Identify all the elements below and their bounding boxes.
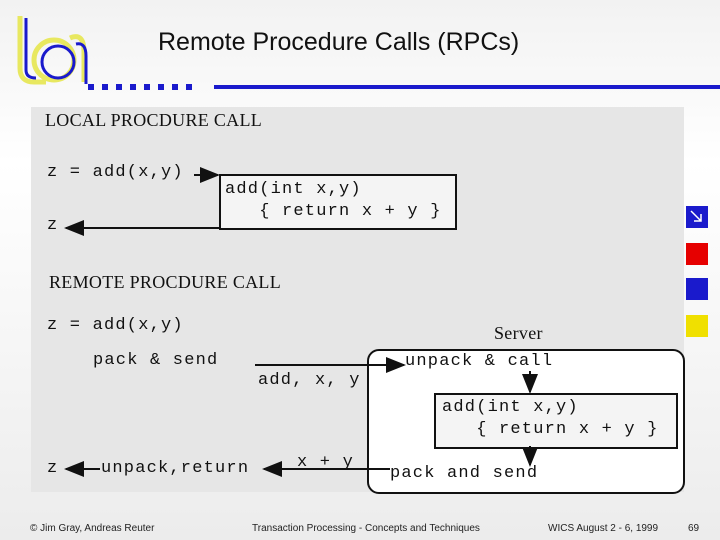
local-procedure-box [219,174,457,230]
remote-pack-send: pack & send [93,351,219,370]
local-heading: LOCAL PROCDURE CALL [45,110,263,130]
local-call: z = add(x,y) [47,163,184,182]
local-result: z [47,216,59,235]
local-body-line2: { return x + y } [225,202,442,221]
arrow-chip-icon[interactable] [686,206,708,228]
footer-course: Transaction Processing - Concepts and Te… [252,523,480,534]
server-body-line2: { return x + y } [442,420,659,439]
page-number: 69 [688,523,700,534]
server-procedure-box [434,393,678,449]
footer-event: WICS August 2 - 6, 1999 [548,523,659,534]
remote-message: add, x, y [258,371,361,390]
server-label: Server [494,323,543,343]
title-rule [214,85,720,89]
remote-reply: x + y [297,453,355,472]
server-pack-and-send: pack and send [390,464,539,483]
footer-authors: © Jim Gray, Andreas Reuter [30,523,155,534]
blue-chip[interactable] [686,278,708,300]
slide-title: Remote Procedure Calls (RPCs) [158,28,520,56]
local-body-line1: add(int x,y) [225,180,362,199]
remote-call: z = add(x,y) [47,316,184,335]
red-chip[interactable] [686,243,708,265]
remote-heading: REMOTE PROCDURE CALL [49,272,282,292]
logo [6,8,196,94]
server-body-line1: add(int x,y) [442,398,579,417]
remote-result: z [47,459,59,478]
remote-unpack-return: unpack,return [101,459,250,478]
yellow-chip[interactable] [686,315,708,337]
server-unpack-call: unpack & call [405,352,554,371]
